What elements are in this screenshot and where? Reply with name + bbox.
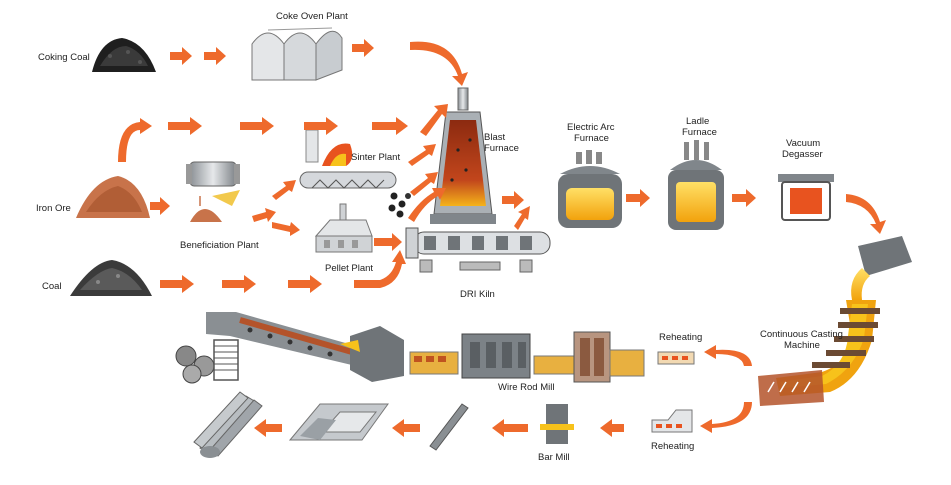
wire-rod-mill-label: Wire Rod Mill — [498, 382, 554, 393]
arrow-left — [600, 419, 624, 437]
bar-mill-label: Bar Mill — [538, 452, 570, 463]
arrow-right — [502, 191, 524, 209]
sinter-plant-label: Sinter Plant — [351, 152, 400, 163]
beneficiation-plant-label: Beneficiation Plant — [180, 240, 259, 251]
coke-oven-plant-icon — [251, 27, 343, 81]
arrow-right — [168, 117, 202, 135]
blast-furnace-label-line1: Blast — [484, 132, 505, 143]
arrow-right — [150, 197, 170, 215]
continuous-casting-icon — [758, 236, 912, 406]
vacuum-degasser-label-line1: Vacuum — [786, 138, 820, 149]
arrow-curve — [118, 118, 152, 162]
flow-arrows — [118, 39, 886, 437]
arrow-right — [170, 47, 192, 65]
coke-oven-plant-label: Coke Oven Plant — [276, 11, 348, 22]
arrow-curve — [846, 194, 886, 234]
arrow-right — [352, 39, 374, 57]
arrow-right — [240, 117, 274, 135]
arrow-right — [252, 208, 276, 222]
arrow-right — [372, 117, 408, 135]
eaf-label-line2: Furnace — [574, 133, 609, 144]
arrow-right — [626, 189, 650, 207]
arrow-curve — [408, 188, 446, 222]
rebar-bundle-icon — [193, 391, 263, 458]
arrow-up-right — [420, 104, 448, 136]
ladle-furnace-label-line1: Ladle — [686, 116, 709, 127]
blast-furnace-label-line2: Furnace — [484, 143, 519, 154]
arrow-left — [392, 419, 420, 437]
arrow-curve — [700, 402, 752, 433]
arrow-right — [204, 47, 226, 65]
reheating-top-label: Reheating — [659, 332, 702, 343]
eaf-label-line1: Electric Arc — [567, 122, 615, 133]
coking-coal-pile — [92, 38, 156, 72]
arrow-left — [492, 419, 528, 437]
continuous-casting-label-line2: Machine — [784, 340, 820, 351]
arrow-right — [272, 222, 300, 236]
reheating-bottom-label: Reheating — [651, 441, 694, 452]
beneficiation-plant-icon — [186, 161, 240, 222]
arrow-up-right — [410, 172, 438, 196]
ladle-furnace-label-line2: Furnace — [682, 127, 717, 138]
coal-pile — [70, 260, 152, 296]
arrow-right — [222, 275, 256, 293]
sinter-pellets — [388, 192, 411, 218]
arrow-up-right — [272, 180, 296, 200]
arrow-curve — [354, 250, 406, 288]
arrow-right — [304, 117, 338, 135]
sinter-plant-icon — [299, 129, 397, 189]
arrow-right — [732, 189, 756, 207]
pellet-plant-icon — [314, 203, 373, 253]
iron-ore-label: Iron Ore — [36, 203, 71, 214]
coking-coal-label: Coking Coal — [38, 52, 90, 63]
vacuum-degasser-label-line2: Degasser — [782, 149, 823, 160]
steel-bar-product-icon — [429, 403, 469, 451]
pellet-plant-label: Pellet Plant — [325, 263, 373, 274]
arrow-right — [160, 275, 194, 293]
arrow-right — [374, 233, 402, 251]
wire-rod-mill-icon — [175, 312, 645, 384]
arrow-up-right — [514, 206, 530, 230]
ladle-furnace-icon — [668, 140, 724, 230]
vacuum-degasser-icon — [778, 174, 834, 221]
blast-furnace-icon — [430, 87, 496, 224]
bar-mill-icon — [540, 404, 574, 444]
arrow-curve — [704, 345, 752, 366]
iron-ore-pile — [76, 176, 150, 218]
structural-sections-icon — [288, 403, 389, 441]
dri-kiln-icon — [405, 227, 551, 273]
reheating-furnace-bottom-icon — [651, 409, 693, 433]
coal-label: Coal — [42, 281, 62, 292]
reheating-furnace-top-icon — [657, 351, 695, 365]
continuous-casting-label-line1: Continuous Casting — [760, 329, 843, 340]
dri-kiln-label: DRI Kiln — [460, 289, 495, 300]
arrow-up-right — [408, 144, 436, 166]
arrow-right — [288, 275, 322, 293]
arrow-left — [254, 419, 282, 437]
electric-arc-furnace-icon — [558, 150, 622, 228]
arrow-curve — [410, 41, 468, 86]
